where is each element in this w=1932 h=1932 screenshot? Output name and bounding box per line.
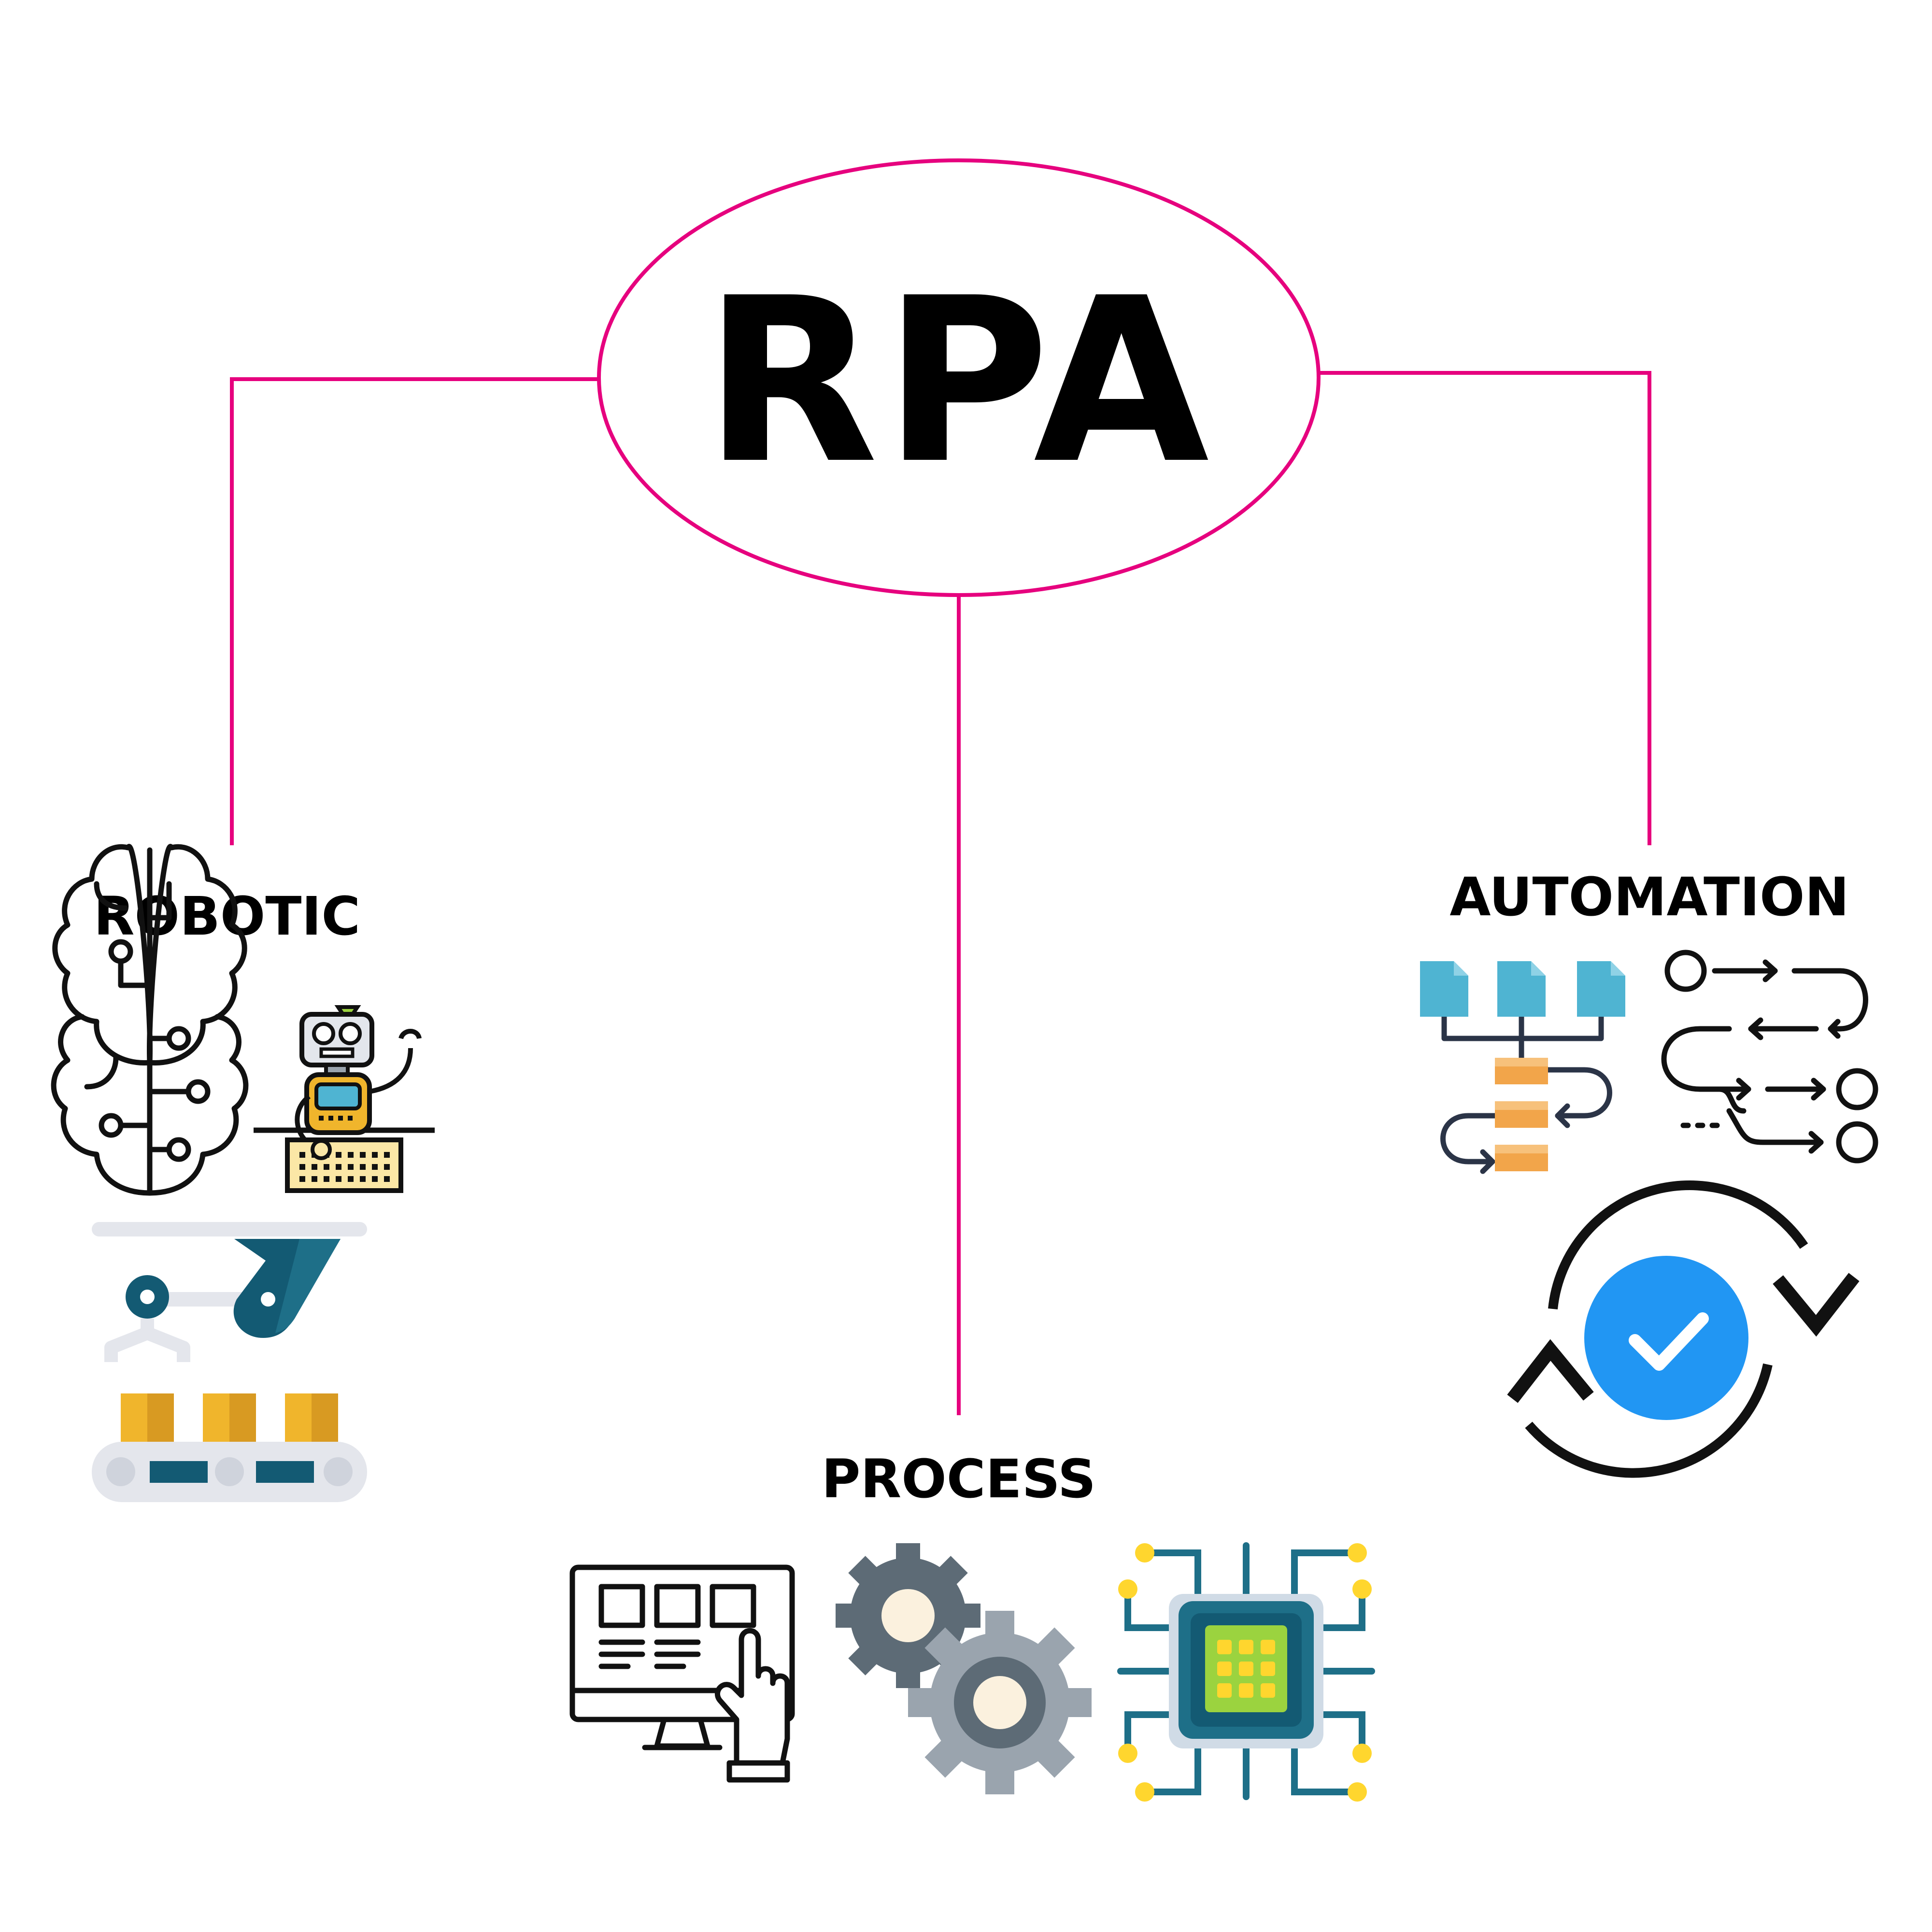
gears-icon	[836, 1543, 1092, 1794]
robotic-arm-conveyor-icon	[92, 1222, 367, 1502]
document-flow-icon	[1420, 961, 1625, 1174]
automation-label: AUTOMATION	[1449, 866, 1849, 928]
microchip-icon	[1117, 1542, 1375, 1802]
sync-check-icon	[1507, 1180, 1860, 1478]
rpa-title: RPA	[704, 249, 1214, 513]
workflow-path-icon	[1661, 950, 1878, 1164]
connector-robotic	[230, 377, 599, 845]
connector-lines	[230, 158, 1651, 1415]
robot-typing-icon	[254, 1005, 435, 1193]
monitor-touch-icon	[569, 1564, 795, 1783]
connector-automation	[1319, 371, 1651, 845]
process-label: PROCESS	[822, 1448, 1096, 1510]
brain-circuit-icon	[51, 844, 249, 1196]
robotic-label: ROBOTIC	[94, 885, 360, 947]
